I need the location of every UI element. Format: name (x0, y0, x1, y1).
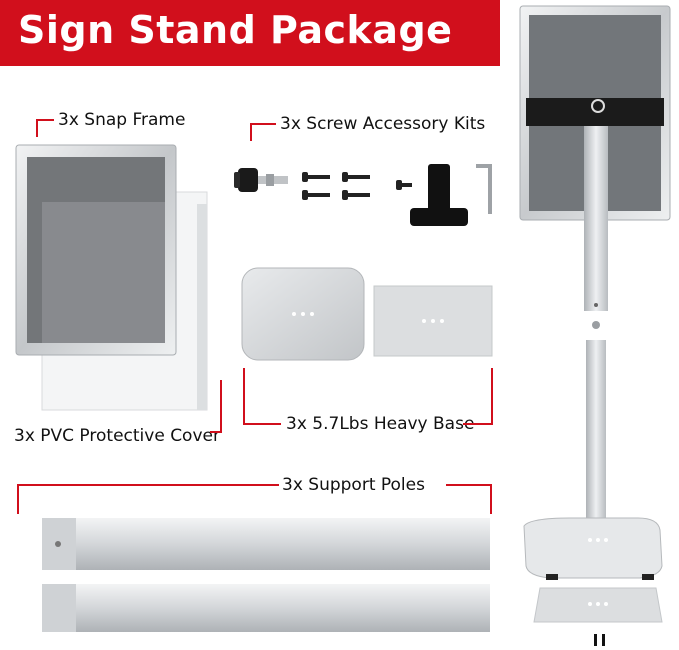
base-callout-right-v (491, 368, 493, 425)
pole-1 (42, 518, 490, 570)
pvc-cover-edge (197, 204, 207, 410)
stand-lower-pole (586, 340, 606, 520)
support-poles-label: 3x Support Poles (282, 475, 425, 495)
screw-kits-callout-h (250, 123, 276, 125)
pvc-callout-v (220, 380, 222, 432)
stand-screw (592, 321, 600, 329)
mount-bracket (410, 164, 468, 226)
snap-frame-callout-v (36, 119, 38, 137)
screw-kits-callout-v (250, 123, 252, 141)
pvc-cover-label: 3x PVC Protective Cover (14, 426, 220, 446)
pvc-overlap (42, 202, 165, 343)
heavy-base-illustration (241, 267, 493, 361)
assembled-stand-illustration (519, 5, 671, 646)
snap-frame-label: 3x Snap Frame (58, 110, 186, 130)
pole-2 (42, 584, 490, 632)
page-title: Sign Stand Package (18, 8, 453, 52)
knob-screw (234, 168, 288, 192)
poles-callout-left-v (17, 484, 19, 514)
stand-base (523, 517, 663, 579)
screw-kit-illustration (234, 164, 492, 226)
snap-frame-illustration (15, 144, 208, 411)
hex-key (476, 164, 492, 214)
poles-callout-right-v (490, 484, 492, 514)
snap-frame-callout-h (36, 119, 54, 121)
support-poles-illustration (42, 518, 490, 632)
stand-upper-pole (584, 126, 608, 311)
title-banner (0, 0, 500, 66)
pvc-callout-h (210, 431, 222, 433)
screw-kits-label: 3x Screw Accessory Kits (280, 114, 486, 134)
poles-callout-right-h (446, 484, 491, 486)
poles-callout-left-h (17, 484, 279, 486)
heavy-base-label: 3x 5.7Lbs Heavy Base (286, 414, 475, 434)
base-callout-right-h (463, 423, 493, 425)
base-callout-left-h (243, 423, 281, 425)
base-callout-left-v (243, 368, 245, 424)
